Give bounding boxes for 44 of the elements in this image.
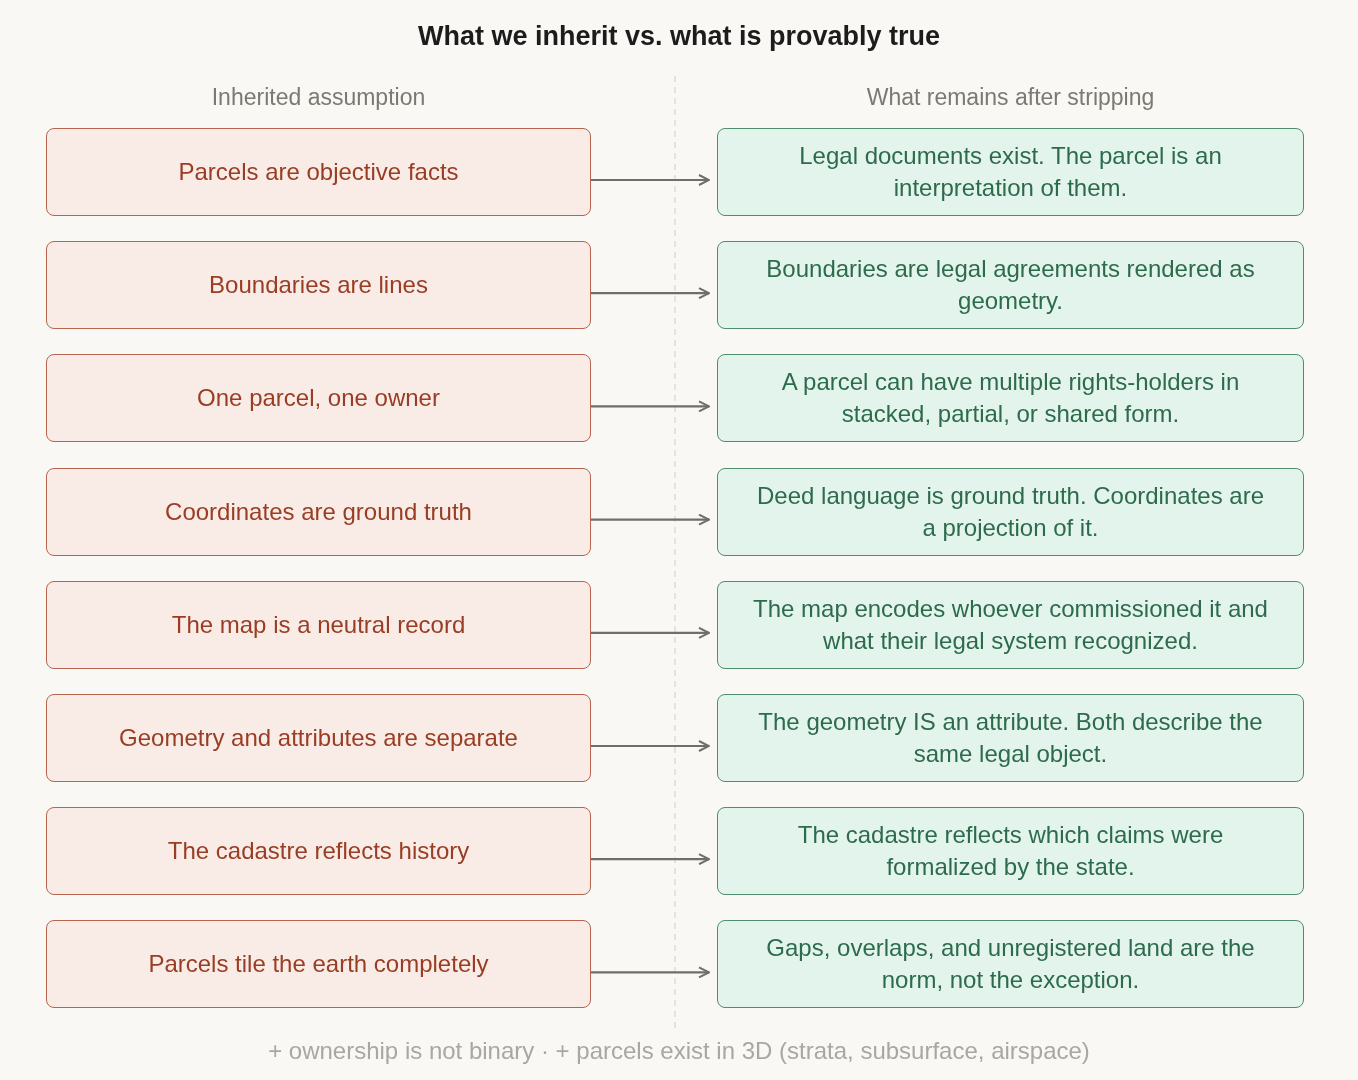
result-box — [717, 807, 1304, 896]
arrow — [591, 400, 710, 413]
result-box — [717, 920, 1304, 1009]
result-box — [717, 354, 1304, 443]
result-box — [717, 467, 1304, 556]
box-text: The map encodes whoever commissioned it and what their legal system recognized. — [752, 593, 1269, 656]
arrow — [591, 853, 710, 866]
assumption-box — [46, 920, 591, 1009]
result-box — [717, 580, 1304, 669]
box-text: Boundaries are legal agreements rendered as geometry. — [765, 254, 1256, 317]
assumption-box — [46, 128, 591, 216]
box-text: Geometry and attributes are separate — [119, 723, 518, 753]
assumption-box — [46, 241, 591, 330]
box-text: Parcels are objective facts — [178, 157, 459, 187]
assumption-box — [46, 807, 591, 896]
footnote: + ownership is not binary · + parcels exist in 3D (strata, subsurface, airspace) — [268, 1036, 1090, 1066]
box-text: The map is a neutral record — [171, 609, 466, 640]
box-text: A parcel can have multiple rights-holders in stacked, partial, or shared form. — [780, 367, 1241, 430]
box-text: Coordinates are ground truth — [165, 496, 472, 527]
assumption-box — [46, 694, 591, 782]
result-box — [717, 128, 1304, 216]
box-text: The cadastre reflects which claims were formalized by the state. — [796, 820, 1225, 883]
box-text: Legal documents exist. The parcel is an interpretation of them. — [798, 141, 1223, 203]
column-heading: What remains after stripping — [865, 83, 1156, 112]
box-text: One parcel, one owner — [197, 383, 440, 414]
box-text: Gaps, overlaps, and unregistered land are the norm, not the exception. — [765, 933, 1256, 996]
result-box — [717, 694, 1304, 782]
arrow — [591, 626, 710, 639]
box-text: Deed language is ground truth. Coordinates are a projection of it. — [756, 480, 1265, 543]
arrow — [591, 740, 710, 752]
diagram-title: What we inherit vs. what is provably true — [417, 20, 941, 53]
arrow — [591, 966, 710, 979]
box-text: Boundaries are lines — [209, 270, 428, 301]
assumption-box — [46, 580, 591, 669]
box-text: Parcels tile the earth completely — [148, 949, 489, 980]
column-heading: Inherited assumption — [210, 83, 427, 112]
arrow — [591, 287, 710, 300]
assumption-box — [46, 467, 591, 556]
arrow — [591, 513, 710, 526]
box-text: The geometry IS an attribute. Both describe the same legal object. — [757, 707, 1264, 769]
result-box — [717, 241, 1304, 330]
box-text: The cadastre reflects history — [167, 836, 470, 867]
assumption-box — [46, 354, 591, 443]
arrow — [591, 174, 710, 186]
